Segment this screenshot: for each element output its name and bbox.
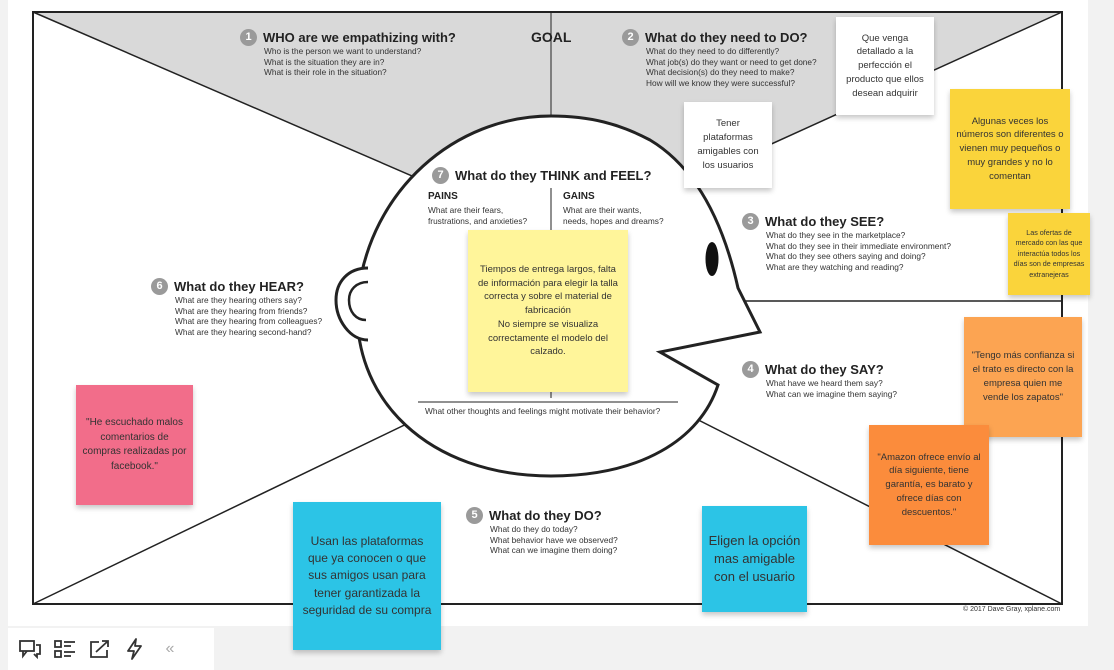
pains-title: PAINS <box>428 191 458 202</box>
section-questions: What do they need to do differently?What… <box>622 46 817 88</box>
section-questions: What are they hearing others say?What ar… <box>151 295 322 337</box>
sticky-note[interactable]: Algunas veces los números son diferentes… <box>950 89 1070 209</box>
section-see: 3 What do they SEE? What do they see in t… <box>742 213 951 272</box>
section-title: WHO are we empathizing with? <box>263 30 456 45</box>
bolt-icon[interactable] <box>122 636 148 662</box>
gains-title: GAINS <box>563 191 595 202</box>
sticky-note[interactable]: Tener plataformas amigables con los usua… <box>684 102 772 188</box>
question-text: What job(s) do they want or need to get … <box>646 56 817 67</box>
list-icon[interactable] <box>52 636 78 662</box>
question-text: What do they do today? <box>490 524 578 534</box>
pains-text: What are their fears,frustrations, and a… <box>428 205 528 226</box>
question-text: How will we know they were successful? <box>646 77 795 88</box>
section-number-badge: 3 <box>742 213 759 230</box>
question-text: What is their role in the situation? <box>264 67 387 77</box>
collapse-icon[interactable]: « <box>165 640 175 657</box>
map-frame <box>32 11 1063 605</box>
sticky-note[interactable]: "He escuchado malos comentarios de compr… <box>76 385 193 505</box>
section-say: 4 What do they SAY? What have we heard th… <box>742 361 897 399</box>
section-think-feel: 7 What do they THINK and FEEL? <box>432 167 651 184</box>
section-number-badge: 1 <box>240 29 257 46</box>
question-text: What is the situation they are in? <box>264 56 385 67</box>
section-number-badge: 7 <box>432 167 449 184</box>
question-text: What do they see in their immediate envi… <box>766 240 951 251</box>
section-number-badge: 6 <box>151 278 168 295</box>
question-text: What are they hearing others say? <box>175 295 302 305</box>
gains-text: What are their wants,needs, hopes and dr… <box>563 205 664 226</box>
bottom-toolbar: « <box>8 628 214 670</box>
section-questions: What do they see in the marketplace?What… <box>742 230 951 272</box>
eye-icon <box>705 242 719 276</box>
section-questions: What have we heard them say?What can we … <box>742 378 897 399</box>
section-who: 1 WHO are we empathizing with? Who is the… <box>240 29 456 78</box>
question-text: What are they watching and reading? <box>766 261 904 272</box>
question-text: What can we imagine them saying? <box>766 388 897 399</box>
question-text: What do they see others saying and doing… <box>766 251 926 261</box>
copyright-text: © 2017 Dave Gray, xplane.com <box>963 606 1061 613</box>
comment-icon[interactable] <box>17 636 43 662</box>
question-text: What do they see in the marketplace? <box>766 230 906 240</box>
question-text: What behavior have we observed? <box>490 534 618 545</box>
section-title: What do they SEE? <box>765 214 885 229</box>
section-title: What do they SAY? <box>765 362 884 377</box>
sticky-note[interactable]: "Tengo más confianza si el trato es dire… <box>964 317 1082 437</box>
section-questions: What do they do today?What behavior have… <box>466 524 618 556</box>
section-number-badge: 4 <box>742 361 759 378</box>
section-title: What do they HEAR? <box>174 279 304 294</box>
section-hear: 6 What do they HEAR? What are they hearin… <box>151 278 322 337</box>
question-text: What are they hearing second-hand? <box>175 326 312 337</box>
share-icon[interactable] <box>87 636 113 662</box>
section-need-to-do: 2 What do they need to DO? What do they n… <box>622 29 817 88</box>
question-text: What have we heard them say? <box>766 378 883 388</box>
ear-icon <box>334 266 369 342</box>
sticky-note[interactable]: "Amazon ofrece envío al día siguiente, t… <box>869 425 989 545</box>
sticky-note[interactable]: Usan las plataformas que ya conocen o qu… <box>293 502 441 650</box>
other-thoughts-text: What other thoughts and feelings might m… <box>425 406 661 416</box>
question-text: What are they hearing from colleagues? <box>175 316 323 326</box>
section-do: 5 What do they DO? What do they do today?… <box>466 507 618 556</box>
section-title: What do they DO? <box>489 508 602 523</box>
sticky-note[interactable]: Las ofertas de mercado con las que inter… <box>1008 213 1090 295</box>
question-text: What do they need to do differently? <box>646 46 780 56</box>
sticky-note[interactable]: Eligen la opción mas amigable con el usu… <box>702 506 807 612</box>
section-questions: Who is the person we want to understand?… <box>240 46 456 78</box>
section-number-badge: 5 <box>466 507 483 524</box>
question-text: Who is the person we want to understand? <box>264 46 422 56</box>
question-text: What can we imagine them doing? <box>490 545 618 555</box>
section-title: What do they need to DO? <box>645 30 808 45</box>
section-title: What do they THINK and FEEL? <box>455 168 652 183</box>
sticky-note[interactable]: Tiempos de entrega largos, falta de info… <box>468 230 628 392</box>
section-number-badge: 2 <box>622 29 639 46</box>
question-text: What are they hearing from friends? <box>175 305 308 316</box>
question-text: What decision(s) do they need to make? <box>646 67 795 77</box>
goal-label: GOAL <box>531 29 572 45</box>
sticky-note[interactable]: Que venga detallado a la perfección el p… <box>836 17 934 115</box>
